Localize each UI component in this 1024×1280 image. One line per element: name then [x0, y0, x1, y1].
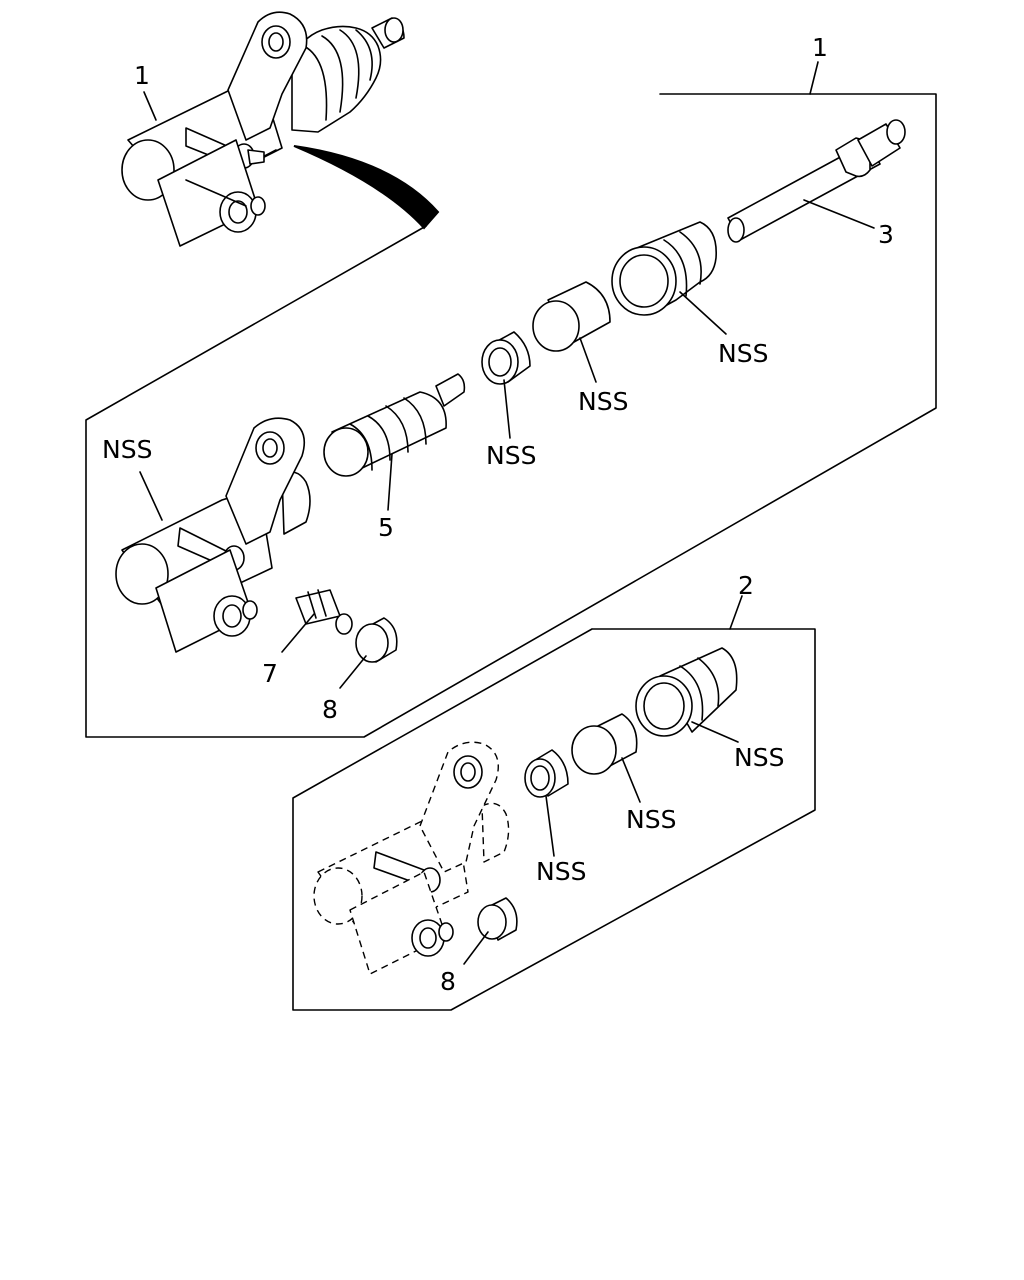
rubber-boot	[611, 221, 717, 316]
label-valve: 7	[262, 659, 278, 688]
label-kit-1: 1	[812, 33, 828, 62]
label-kit-2: 2	[738, 571, 754, 600]
piston-cup	[481, 331, 531, 385]
label-spring: 5	[378, 513, 394, 542]
kit-2-frame	[292, 628, 816, 1011]
cap-kit-2	[477, 897, 518, 941]
bleeder-valve	[295, 589, 353, 635]
label-cup-nss: NSS	[486, 441, 536, 470]
kit-2-piston-cup	[524, 749, 569, 798]
leader-lines	[139, 61, 875, 965]
label-kit-2-cup-nss: NSS	[536, 857, 586, 886]
label-cap-kit-1: 8	[322, 695, 338, 724]
label-kit-2-piston-nss: NSS	[626, 805, 676, 834]
piston	[532, 281, 611, 352]
cylinder-body	[115, 417, 311, 653]
label-cap-kit-2: 8	[440, 967, 456, 996]
label-body-nss: NSS	[102, 435, 152, 464]
label-top-item: 1	[134, 61, 150, 90]
label-rod: 3	[878, 220, 894, 249]
assembled-slave-cylinder	[121, 11, 405, 247]
cap-kit-1	[355, 617, 398, 663]
assembly-arrow	[293, 145, 440, 230]
kit-1-frame	[85, 93, 937, 738]
label-kit-2-boot-nss: NSS	[734, 743, 784, 772]
kit-2-piston	[571, 713, 638, 775]
label-boot-nss: NSS	[718, 339, 768, 368]
push-rod	[727, 119, 906, 243]
kit-2-cylinder-body-phantom	[313, 741, 510, 975]
spring	[323, 373, 466, 477]
label-piston-nss: NSS	[578, 387, 628, 416]
kit-2-rubber-boot	[635, 647, 738, 737]
